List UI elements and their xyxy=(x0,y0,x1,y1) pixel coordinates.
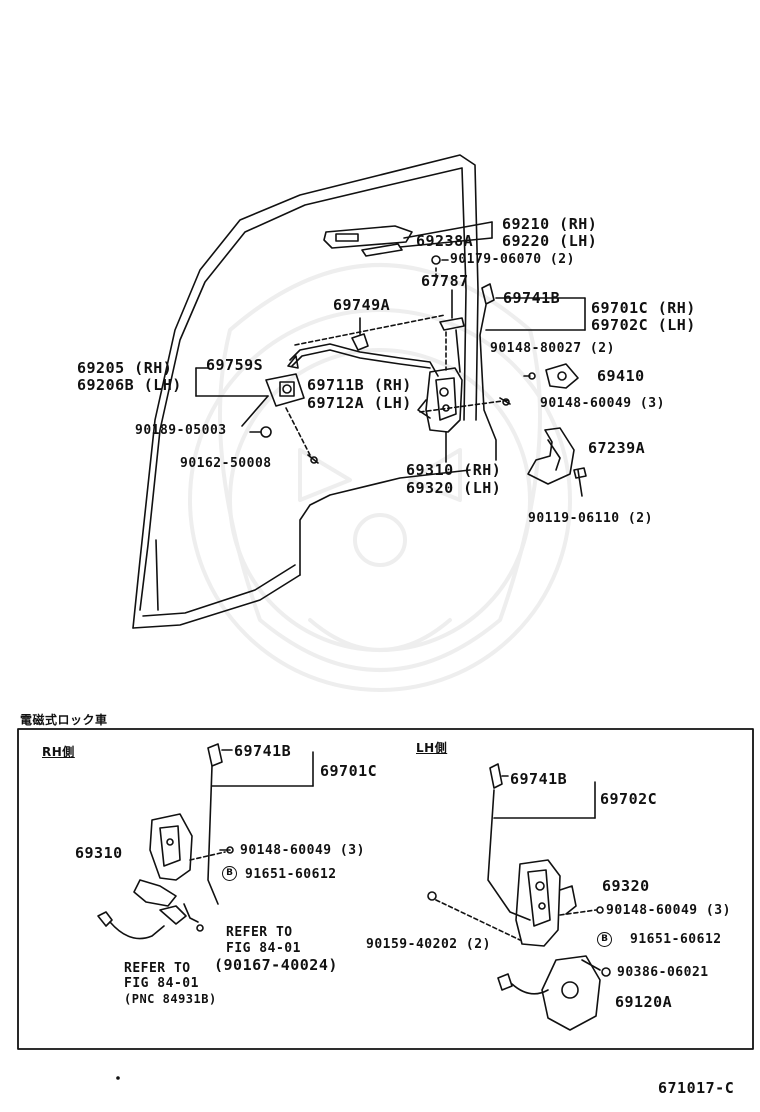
label-69759S: 69759S xyxy=(206,356,264,374)
door-lock-assembly xyxy=(417,367,511,463)
rh-label-69741B: 69741B xyxy=(234,742,292,760)
label-90148-60049: 90148-60049 (3) xyxy=(540,396,665,411)
lh-label-90386: 90386-06021 xyxy=(617,965,709,980)
label-90162: 90162-50008 xyxy=(180,456,272,471)
label-90189: 90189-05003 xyxy=(135,423,227,438)
label-67787: 67787 xyxy=(421,272,469,290)
label-90119: 90119-06110 (2) xyxy=(528,511,653,526)
rh-refer2-line1: REFER TO xyxy=(124,961,191,976)
stray-dot xyxy=(116,1076,120,1080)
nut-90179 xyxy=(431,255,449,279)
rod-69711B xyxy=(289,314,446,377)
rh-refer1-line3: (90167-40024) xyxy=(214,956,338,974)
label-69701C: 69701C (RH) xyxy=(591,299,696,317)
watermark-emblem xyxy=(188,263,572,692)
outside-handle xyxy=(323,221,493,257)
lh-label-69741B: 69741B xyxy=(510,770,568,788)
protector-67239A xyxy=(527,427,587,497)
rod-67787 xyxy=(439,289,465,373)
lh-inset-drawing xyxy=(427,763,611,1031)
label-69220: 69220 (LH) xyxy=(502,232,598,250)
label-90179: 90179-06070 (2) xyxy=(450,252,575,267)
rh-refer1-line2: FIG 84-01 xyxy=(226,941,301,956)
label-69711B: 69711B (RH) xyxy=(307,376,412,394)
inside-handle xyxy=(195,355,319,464)
inset-frame xyxy=(17,728,754,1050)
rh-label-91651: 91651-60612 xyxy=(245,867,337,882)
label-69749A: 69749A xyxy=(333,296,391,314)
label-69702C: 69702C (LH) xyxy=(591,316,696,334)
lock-knob-rod xyxy=(479,283,586,461)
inset-title: 電磁式ロック車 xyxy=(20,713,108,727)
label-69310: 69310 (RH) xyxy=(406,461,502,479)
label-90148-80027: 90148-80027 (2) xyxy=(490,341,615,356)
lh-label-90148: 90148-60049 (3) xyxy=(606,903,731,918)
label-69238A: 69238A xyxy=(416,232,474,250)
rh-label-69701C: 69701C xyxy=(320,762,378,780)
lh-label-90159: 90159-40202 (2) xyxy=(366,937,491,952)
rh-refer1-line1: REFER TO xyxy=(226,925,293,940)
rh-label-90148: 90148-60049 (3) xyxy=(240,843,365,858)
lh-label-69120A: 69120A xyxy=(615,993,673,1011)
lh-label-69320: 69320 xyxy=(602,877,650,895)
rh-refer2-line3: (PNC 84931B) xyxy=(124,992,217,1006)
lock-lever-69410 xyxy=(523,363,579,389)
lh-label-91651: 91651-60612 xyxy=(630,932,722,947)
rh-side-label: RH側 xyxy=(42,745,75,759)
label-69205: 69205 (RH) xyxy=(77,359,173,377)
label-69741B: 69741B xyxy=(503,289,561,307)
label-69320: 69320 (LH) xyxy=(406,479,502,497)
figure-number: 671017-C xyxy=(658,1079,735,1097)
label-69206B: 69206B (LH) xyxy=(77,376,182,394)
label-67239A: 67239A xyxy=(588,439,646,457)
label-69410: 69410 xyxy=(597,367,645,385)
lh-label-69702C: 69702C xyxy=(600,790,658,808)
lh-b-mark: B xyxy=(597,932,612,947)
rh-b-mark: B xyxy=(222,866,237,881)
rh-refer2-line2: FIG 84-01 xyxy=(124,976,199,991)
door-outline xyxy=(132,154,479,629)
rh-inset-drawing xyxy=(97,743,314,940)
rh-label-69310: 69310 xyxy=(75,844,123,862)
lh-side-label: LH側 xyxy=(416,741,448,755)
label-69210: 69210 (RH) xyxy=(502,215,598,233)
label-69712A: 69712A (LH) xyxy=(307,394,412,412)
